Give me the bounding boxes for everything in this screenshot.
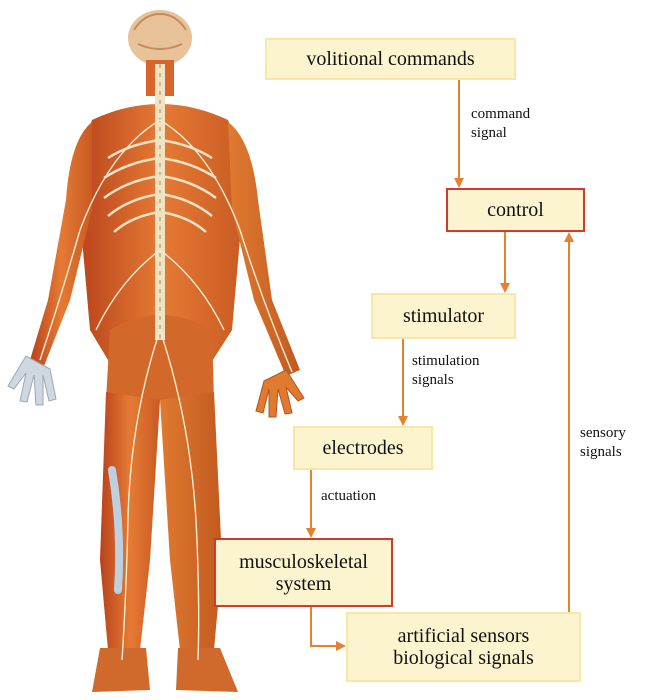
actuation-label: actuation: [321, 487, 376, 506]
stimulator-box: stimulator: [371, 293, 516, 339]
control-box: control: [446, 188, 585, 232]
arrow-musculoskeletal-to-sensors: [311, 607, 344, 646]
command-signal-label: command signal: [471, 105, 530, 143]
electrodes-box: electrodes: [293, 426, 433, 470]
volitional-commands-box: volitional commands: [265, 38, 516, 80]
stimulation-signals-label: stimulation signals: [412, 352, 480, 390]
musculoskeletal-system-box: musculoskeletal system: [214, 538, 393, 607]
sensory-signals-label: sensory signals: [580, 424, 626, 462]
sensors-box: artificial sensors biological signals: [346, 612, 581, 682]
